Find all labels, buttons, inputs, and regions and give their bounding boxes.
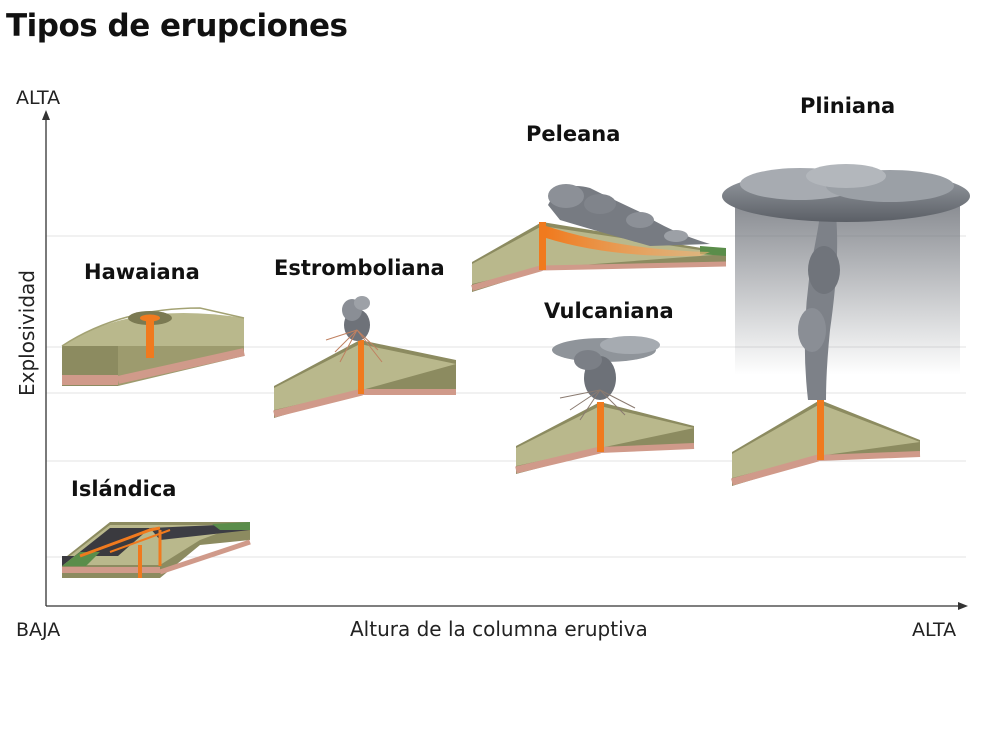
x-axis-label: Altura de la columna eruptiva bbox=[350, 617, 648, 641]
islandica-illustration bbox=[62, 522, 251, 578]
x-axis-low-label: BAJA bbox=[16, 619, 60, 641]
label-vulcaniana: Vulcaniana bbox=[544, 299, 674, 323]
label-islandica: Islándica bbox=[71, 477, 176, 501]
pliniana-illustration bbox=[722, 164, 970, 486]
label-hawaiana: Hawaiana bbox=[84, 260, 200, 284]
page-title: Tipos de erupciones bbox=[6, 8, 348, 44]
hawaiana-illustration bbox=[61, 307, 245, 386]
label-pliniana: Pliniana bbox=[800, 94, 895, 118]
label-peleana: Peleana bbox=[526, 122, 620, 146]
vulcaniana-illustration bbox=[515, 336, 695, 474]
estromboliana-illustration bbox=[273, 296, 456, 418]
y-axis-label: Explosividad bbox=[15, 270, 39, 396]
axes bbox=[42, 110, 968, 610]
peleana-illustration bbox=[471, 184, 727, 292]
x-axis-high-label: ALTA bbox=[912, 619, 956, 641]
label-estromboliana: Estromboliana bbox=[274, 256, 445, 280]
y-axis-high-label: ALTA bbox=[16, 87, 60, 109]
